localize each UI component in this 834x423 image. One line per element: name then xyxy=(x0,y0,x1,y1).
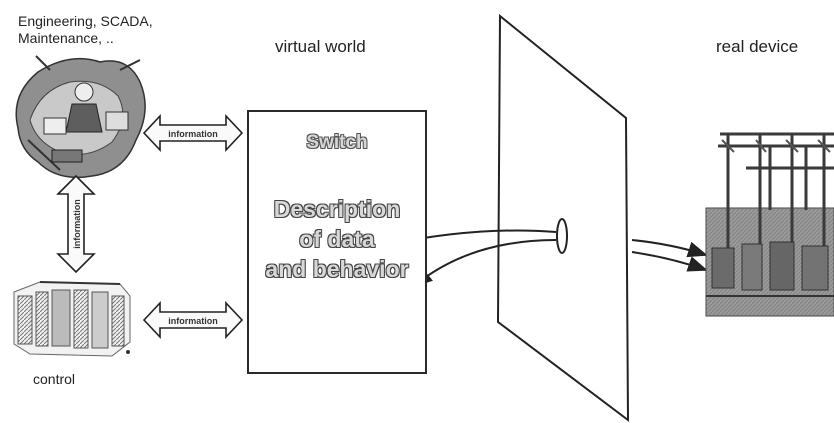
real-device-label: real device xyxy=(716,37,799,56)
switch-description-line1: Description xyxy=(273,196,401,222)
information-arrow-bottom: information xyxy=(142,300,244,340)
switch-description: Description of data and behavior xyxy=(249,194,425,284)
switch-description-line3: and behavior xyxy=(265,256,409,282)
information-arrow-vertical-label: information xyxy=(72,199,82,249)
information-arrow-bottom-label: information xyxy=(168,316,218,326)
substation-illustration xyxy=(705,132,834,317)
switch-title: Switch xyxy=(306,132,368,153)
control-illustration xyxy=(13,281,131,357)
mapping-arrows-real xyxy=(631,239,708,272)
switch-description-line2: of data xyxy=(299,226,375,252)
engineering-illustration xyxy=(15,55,146,179)
engineering-label-line1: Engineering, SCADA, xyxy=(18,13,153,29)
control-label: control xyxy=(33,371,76,387)
engineering-label: Engineering, SCADA, Maintenance, .. xyxy=(18,13,153,47)
engineering-label-line2: Maintenance, .. xyxy=(18,30,114,46)
virtual-world-label: virtual world xyxy=(275,37,366,56)
information-arrow-vertical: information xyxy=(56,174,96,274)
information-arrow-top: information xyxy=(142,113,244,153)
information-arrow-top-label: information xyxy=(168,129,218,139)
interface-plane xyxy=(496,13,630,423)
switch-box: Switch Description of data and behavior xyxy=(247,110,427,374)
